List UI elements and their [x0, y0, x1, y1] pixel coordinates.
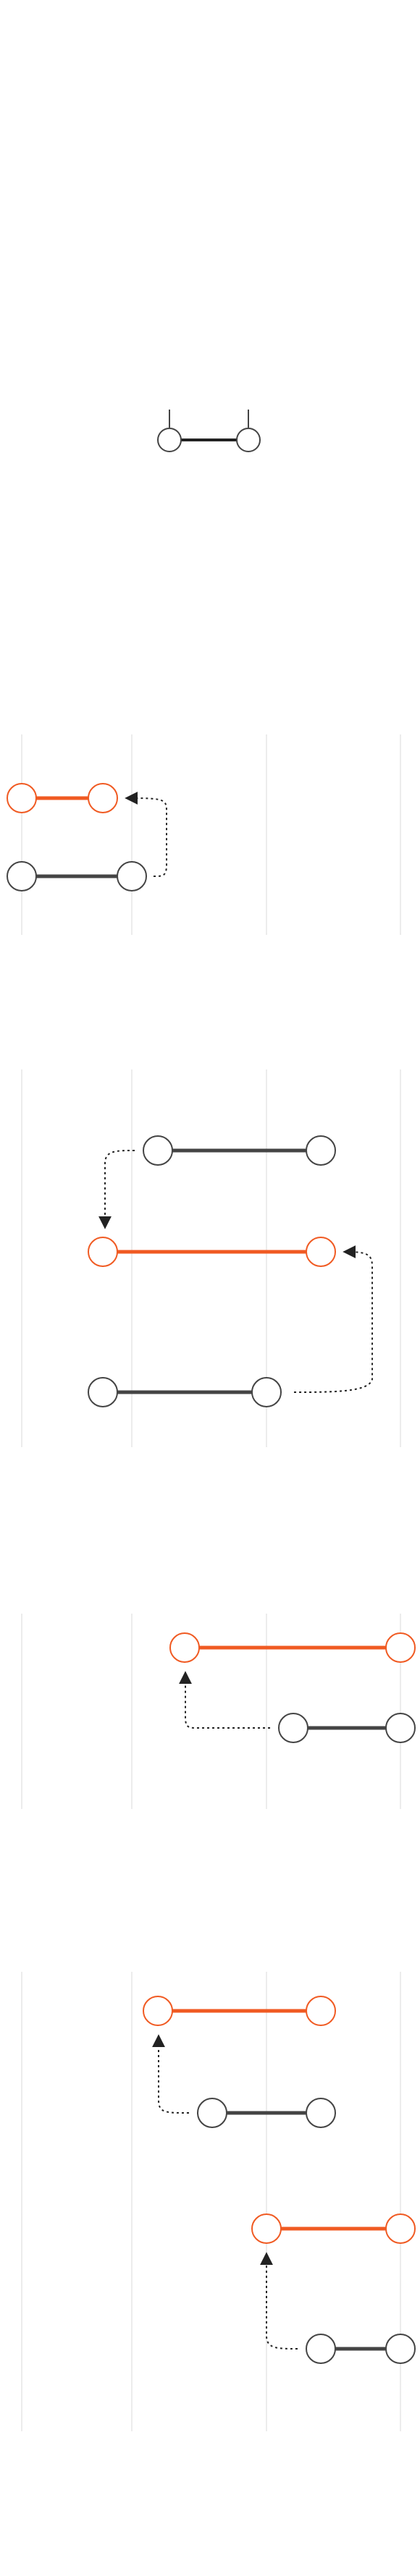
legend-node-right — [236, 428, 261, 452]
panel-4-segment-c-end-node — [385, 2213, 416, 2244]
panel-1-segment-a-end-node — [88, 783, 118, 813]
panel-2 — [21, 1069, 401, 1447]
panel-2-segment-b-highlighted — [88, 1237, 336, 1267]
panel-2-segment-c-end-node — [251, 1377, 282, 1407]
two-node-segment-icon — [157, 410, 261, 452]
panel-4-arrow-b-to-a — [152, 2034, 190, 2114]
panel-4-segment-a-start-node — [143, 1996, 173, 2026]
legend-node-left — [157, 428, 182, 452]
panel-2-segment-c-start-node — [88, 1377, 118, 1407]
panel-4-segment-c-highlighted — [251, 2213, 416, 2244]
panel-3-arrow-b-to-a — [179, 1671, 270, 1729]
panel-3-segment-a-end-node — [385, 1632, 416, 1663]
panel-3-segment-b-start-node — [278, 1713, 308, 1743]
panel-3-segment-b — [278, 1713, 416, 1743]
panel-2-segment-a-end-node — [306, 1135, 336, 1166]
panel-4-segment-d-start-node — [306, 2334, 336, 2364]
panel-1-segment-a-highlighted — [7, 783, 118, 813]
panel-3-segment-a-highlighted — [169, 1632, 416, 1663]
panel-4 — [21, 1972, 416, 2431]
panel-2-segment-a — [143, 1135, 336, 1166]
panel-4-arrow-d-to-c — [260, 2252, 298, 2350]
panel-3-segment-a-start-node — [169, 1632, 200, 1663]
panel-4-segment-b-end-node — [306, 2098, 336, 2128]
panel-2-arrow-c-to-b — [293, 1245, 373, 1393]
panel-2-segment-b-end-node — [306, 1237, 336, 1267]
panel-4-segment-b-start-node — [197, 2098, 227, 2128]
panel-4-segment-d-end-node — [385, 2334, 416, 2364]
panel-2-segment-c — [88, 1377, 282, 1407]
panel-1-segment-b-end-node — [117, 861, 147, 891]
panel-4-segment-c-start-node — [251, 2213, 282, 2244]
panel-4-segment-d — [306, 2334, 416, 2364]
panel-2-arrow-a-to-b — [98, 1150, 135, 1229]
panel-4-segment-a-end-node — [306, 1996, 336, 2026]
panel-1 — [7, 734, 401, 935]
panel-3 — [21, 1614, 416, 1809]
panel-4-segment-b — [197, 2098, 336, 2128]
panel-1-segment-b — [7, 861, 147, 891]
panel-3-segment-b-end-node — [385, 1713, 416, 1743]
panel-4-segment-a-highlighted — [143, 1996, 336, 2026]
panel-1-segment-b-start-node — [7, 861, 37, 891]
panel-2-segment-b-start-node — [88, 1237, 118, 1267]
panel-2-segment-a-start-node — [143, 1135, 173, 1166]
panel-1-segment-a-start-node — [7, 783, 37, 813]
